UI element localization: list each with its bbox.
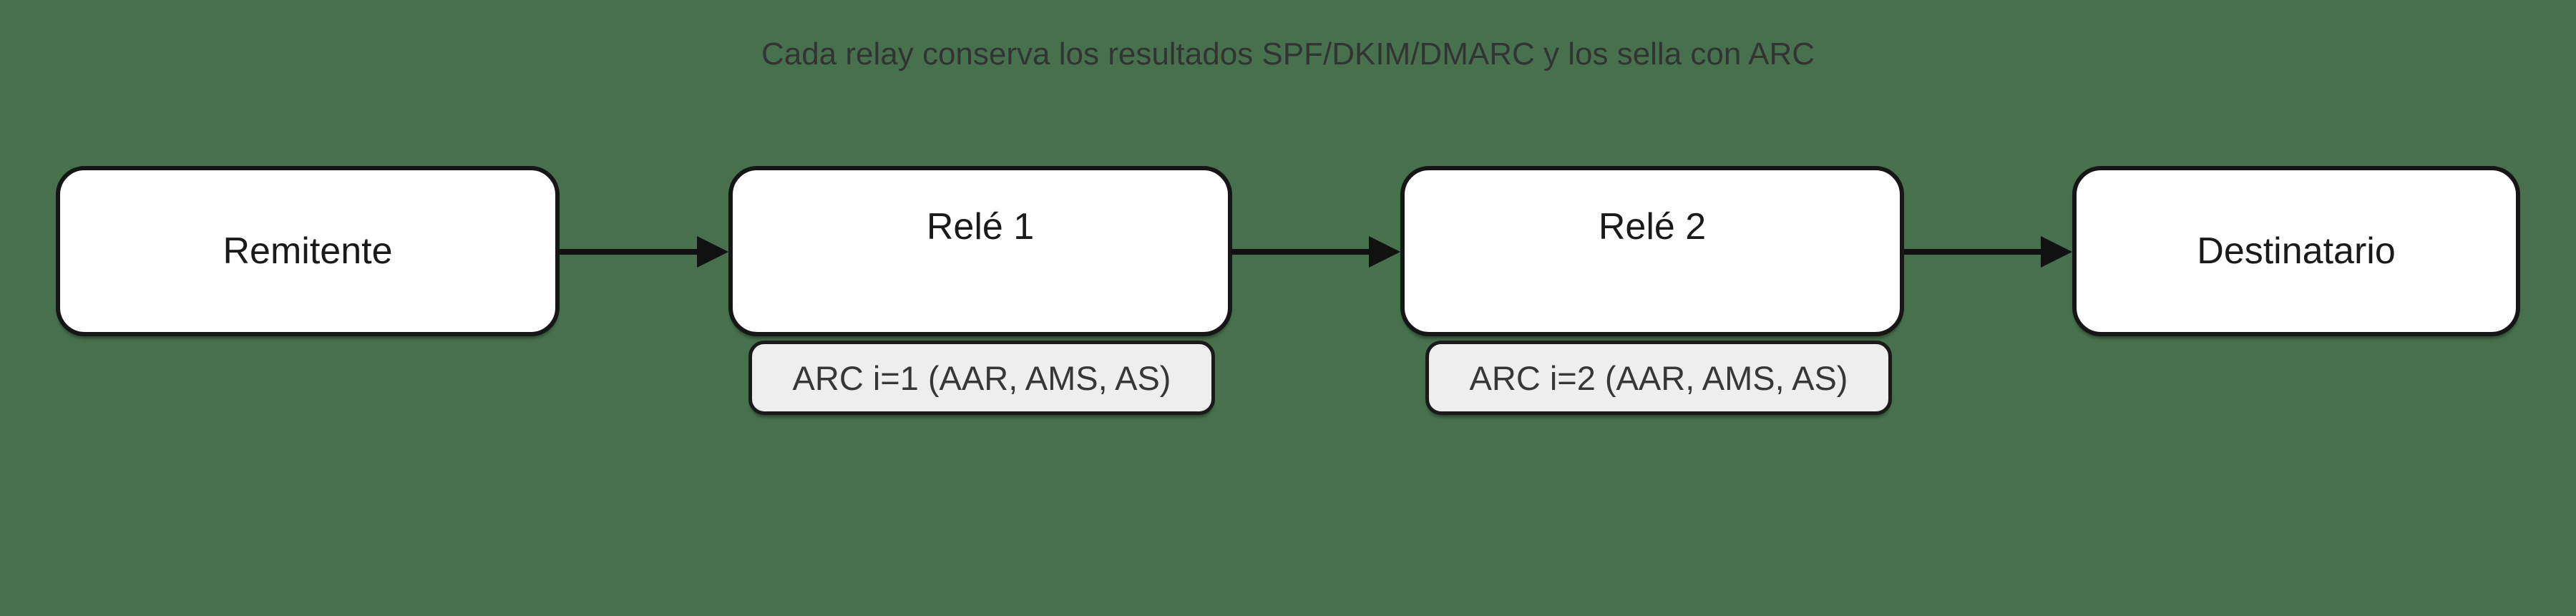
node-rele-2-label: Relé 2 <box>1598 206 1707 248</box>
arrow-rele-2-to-destinatario <box>1904 236 2072 268</box>
arrow-remitente-to-rele-1 <box>560 236 728 268</box>
node-destinatario: Destinatario <box>2072 166 2520 336</box>
node-destinatario-label: Destinatario <box>2197 230 2396 272</box>
note-arc-i2-label: ARC i=2 (AAR, AMS, AS) <box>1469 358 1848 397</box>
note-arc-i1-label: ARC i=1 (AAR, AMS, AS) <box>792 358 1171 397</box>
arrowhead-right-icon <box>697 236 728 268</box>
arrow-line <box>1232 249 1376 255</box>
arrow-line <box>560 249 704 255</box>
node-rele-2: Relé 2 <box>1400 166 1904 336</box>
arrowhead-right-icon <box>1369 236 1400 268</box>
diagram-title: Cada relay conserva los resultados SPF/D… <box>761 36 1815 72</box>
arrowhead-right-icon <box>2041 236 2072 268</box>
node-remitente: Remitente <box>56 166 560 336</box>
note-arc-i2: ARC i=2 (AAR, AMS, AS) <box>1425 341 1892 415</box>
node-rele-1-label: Relé 1 <box>926 206 1035 248</box>
node-rele-1: Relé 1 <box>728 166 1232 336</box>
node-remitente-label: Remitente <box>223 230 393 272</box>
note-arc-i1: ARC i=1 (AAR, AMS, AS) <box>748 341 1215 415</box>
arrow-line <box>1904 249 2048 255</box>
arrow-rele-1-to-rele-2 <box>1232 236 1400 268</box>
